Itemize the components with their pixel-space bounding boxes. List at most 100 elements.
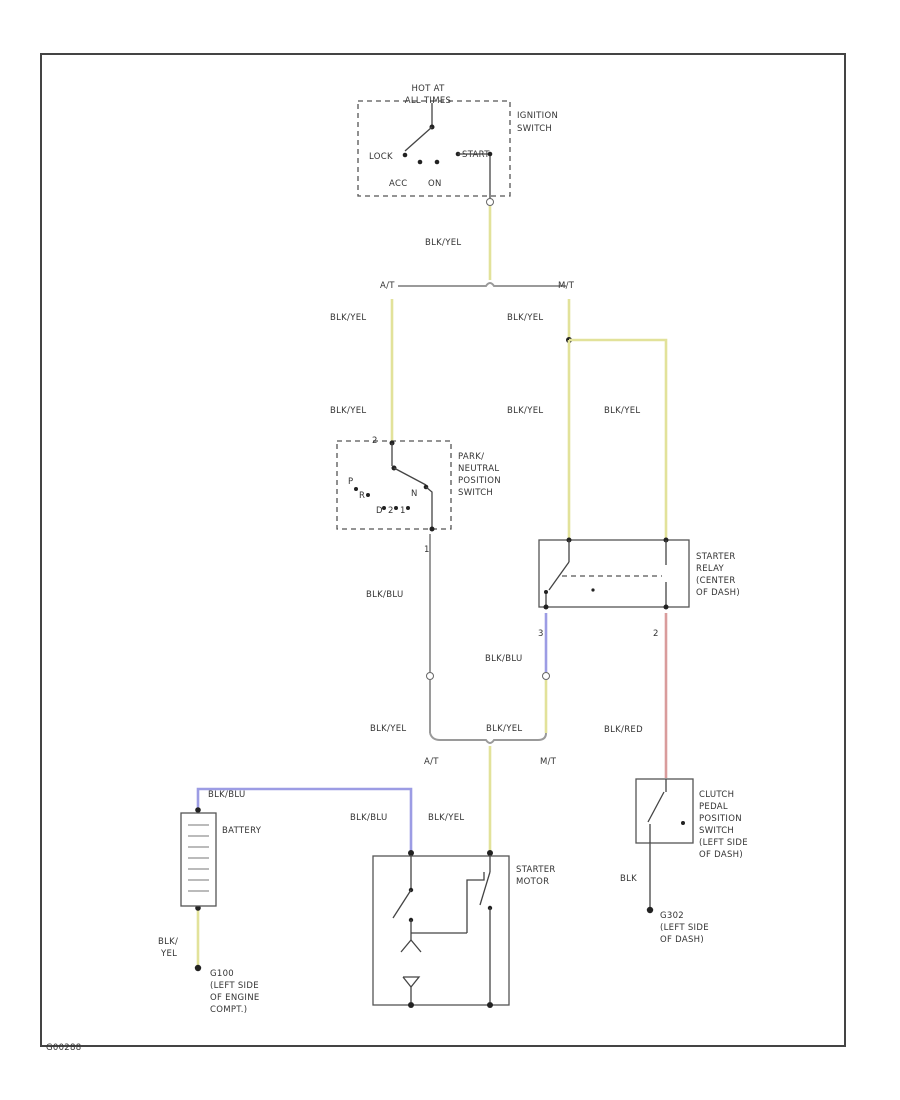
ignition-output-terminal: [487, 151, 493, 157]
wiring: BLK/YEL A/T M/T BLK/YEL BLK/YEL BLK/YEL …: [158, 206, 668, 966]
ground-engine-terminal: [194, 964, 202, 972]
starter-blu-terminal: [408, 850, 414, 856]
starter-motor-label-1: STARTER: [516, 865, 556, 875]
clutch-label-5: (LEFT SIDE: [699, 838, 748, 848]
park-neutral-position-switch: 2 1 P R N D 2 1 PARK/ NEUTRAL POSITION S…: [336, 436, 501, 555]
pnp-pos-d: D: [376, 506, 383, 516]
ignition-switch-label-2: SWITCH: [517, 124, 552, 134]
ground-engine-label-3: COMPT.): [210, 1005, 247, 1015]
relay-out-terminal-left: [543, 604, 549, 610]
starter-ground-symbol: [402, 976, 421, 989]
starter-ground-terminal-right: [487, 1002, 493, 1008]
ignition-contact-on: [434, 159, 440, 165]
starter-ground-terminal-left: [408, 1002, 414, 1008]
pnp-blade: [393, 467, 427, 486]
starter-main-blade: [392, 889, 412, 919]
starter-yel-terminal: [487, 850, 493, 856]
ignition-acc-label: ACC: [389, 179, 407, 189]
clutch-label-6: OF DASH): [699, 850, 743, 860]
battery: BATTERY: [180, 812, 262, 907]
pnp-contact-d: [382, 506, 386, 510]
starter-motor-label-2: MOTOR: [516, 877, 549, 887]
pnp-pin-bottom: 1: [424, 545, 430, 555]
bottom-at-label: A/T: [424, 757, 439, 767]
pnp-switch-boundary: [336, 440, 452, 530]
pnp-contact-2: [394, 506, 398, 510]
ignition-switch-boundary: [357, 100, 511, 197]
ignition-switch-label-1: IGNITION: [517, 111, 558, 121]
pnp-contact-1: [406, 506, 410, 510]
clutch-blade: [647, 791, 665, 823]
pnp-contact-r: [366, 493, 370, 497]
relay-contact-terminal: [544, 590, 548, 594]
battery-label: BATTERY: [222, 826, 262, 836]
junction-mid-label: BLK/YEL: [486, 724, 522, 734]
ignition-on-label: ON: [428, 179, 442, 189]
battery-body: [180, 812, 217, 907]
wire-battery-gnd-label-1: BLK/: [158, 937, 178, 947]
pnp-out-connector: [426, 672, 434, 680]
pnp-label-2: NEUTRAL: [458, 464, 499, 474]
ignition-start-output: [458, 153, 491, 200]
bottom-mt-label: M/T: [540, 757, 557, 767]
clutch-pedal-position-switch: CLUTCH PEDAL POSITION SWITCH (LEFT SIDE …: [635, 778, 748, 860]
wire-ign-out-label: BLK/YEL: [425, 238, 461, 248]
clutch-label-2: PEDAL: [699, 802, 728, 812]
starter-relay-box: [538, 539, 690, 608]
wire-battery-gnd-label-2: YEL: [160, 949, 177, 959]
ground-engine-id: G100: [210, 969, 234, 979]
relay-label-4: OF DASH): [696, 588, 740, 598]
hot-at-label: HOT AT: [411, 84, 445, 94]
wire-battery-to-starter-label: BLK/BLU: [208, 790, 245, 800]
relay-label-1: STARTER: [696, 552, 736, 562]
pnp-label-3: POSITION: [458, 476, 501, 486]
battery-top-terminal: [195, 807, 201, 813]
ignition-switch: HOT AT ALL TIMES IGNITION SWITCH LOCK ST…: [357, 84, 558, 206]
pnp-pos-1: 1: [400, 506, 406, 516]
wire-at-left-label: BLK/YEL: [330, 313, 366, 323]
pnp-output-path: [425, 486, 433, 527]
top-mt-label: M/T: [558, 281, 575, 291]
ignition-lock-label: LOCK: [369, 152, 393, 162]
wire-mt-right-label: BLK/YEL: [507, 313, 543, 323]
ignition-blade: [404, 126, 433, 152]
clutch-label-4: SWITCH: [699, 826, 734, 836]
wire-mt-far: [569, 338, 668, 538]
pnp-contact-p: [354, 487, 358, 491]
top-at-label: A/T: [380, 281, 395, 291]
clutch-label-1: CLUTCH: [699, 790, 734, 800]
wire-relay-out-label: BLK/BLU: [485, 654, 522, 664]
clutch-switch-box: [635, 778, 694, 844]
pnp-pin-top: 2: [372, 436, 378, 446]
ground-dash-label-1: (LEFT SIDE: [660, 923, 709, 933]
top-splice: [398, 282, 566, 287]
pnp-pos-2: 2: [388, 506, 394, 516]
junction-left-label: BLK/YEL: [370, 724, 406, 734]
diagram-frame: [40, 53, 846, 1047]
ground-dash-id: G302: [660, 911, 684, 921]
pnp-label-1: PARK/: [458, 452, 484, 462]
relay-label-2: RELAY: [696, 564, 725, 574]
relay-pin-right: 2: [653, 629, 659, 639]
pnp-pos-n: N: [411, 489, 418, 499]
wire-clutch-gnd-label: BLK: [620, 874, 637, 884]
ground-dash-terminal: [646, 906, 654, 914]
wire-pnp-out-label: BLK/BLU: [366, 590, 403, 600]
starter-solenoid-arm: [466, 872, 485, 933]
relay-label-3: (CENTER: [696, 576, 736, 586]
relay-pin-left: 3: [538, 629, 544, 639]
all-times-label: ALL TIMES: [405, 96, 452, 106]
wire-starter-yel-label: BLK/YEL: [428, 813, 464, 823]
clutch-contact: [681, 821, 685, 825]
wire-battery-to-starter: [196, 787, 413, 853]
ground-dash-label-2: OF DASH): [660, 935, 704, 945]
ignition-contact-acc: [417, 159, 423, 165]
starter-relay: 3 2 STARTER RELAY (CENTER OF DASH): [538, 537, 740, 639]
battery-cells: [188, 824, 209, 892]
relay-contact-blade: [548, 561, 570, 591]
bottom-splice: [429, 732, 547, 744]
starter-motor-box: [372, 855, 510, 1006]
starter-motor: STARTER MOTOR: [372, 855, 556, 1008]
ignition-contact-lock: [402, 152, 408, 158]
